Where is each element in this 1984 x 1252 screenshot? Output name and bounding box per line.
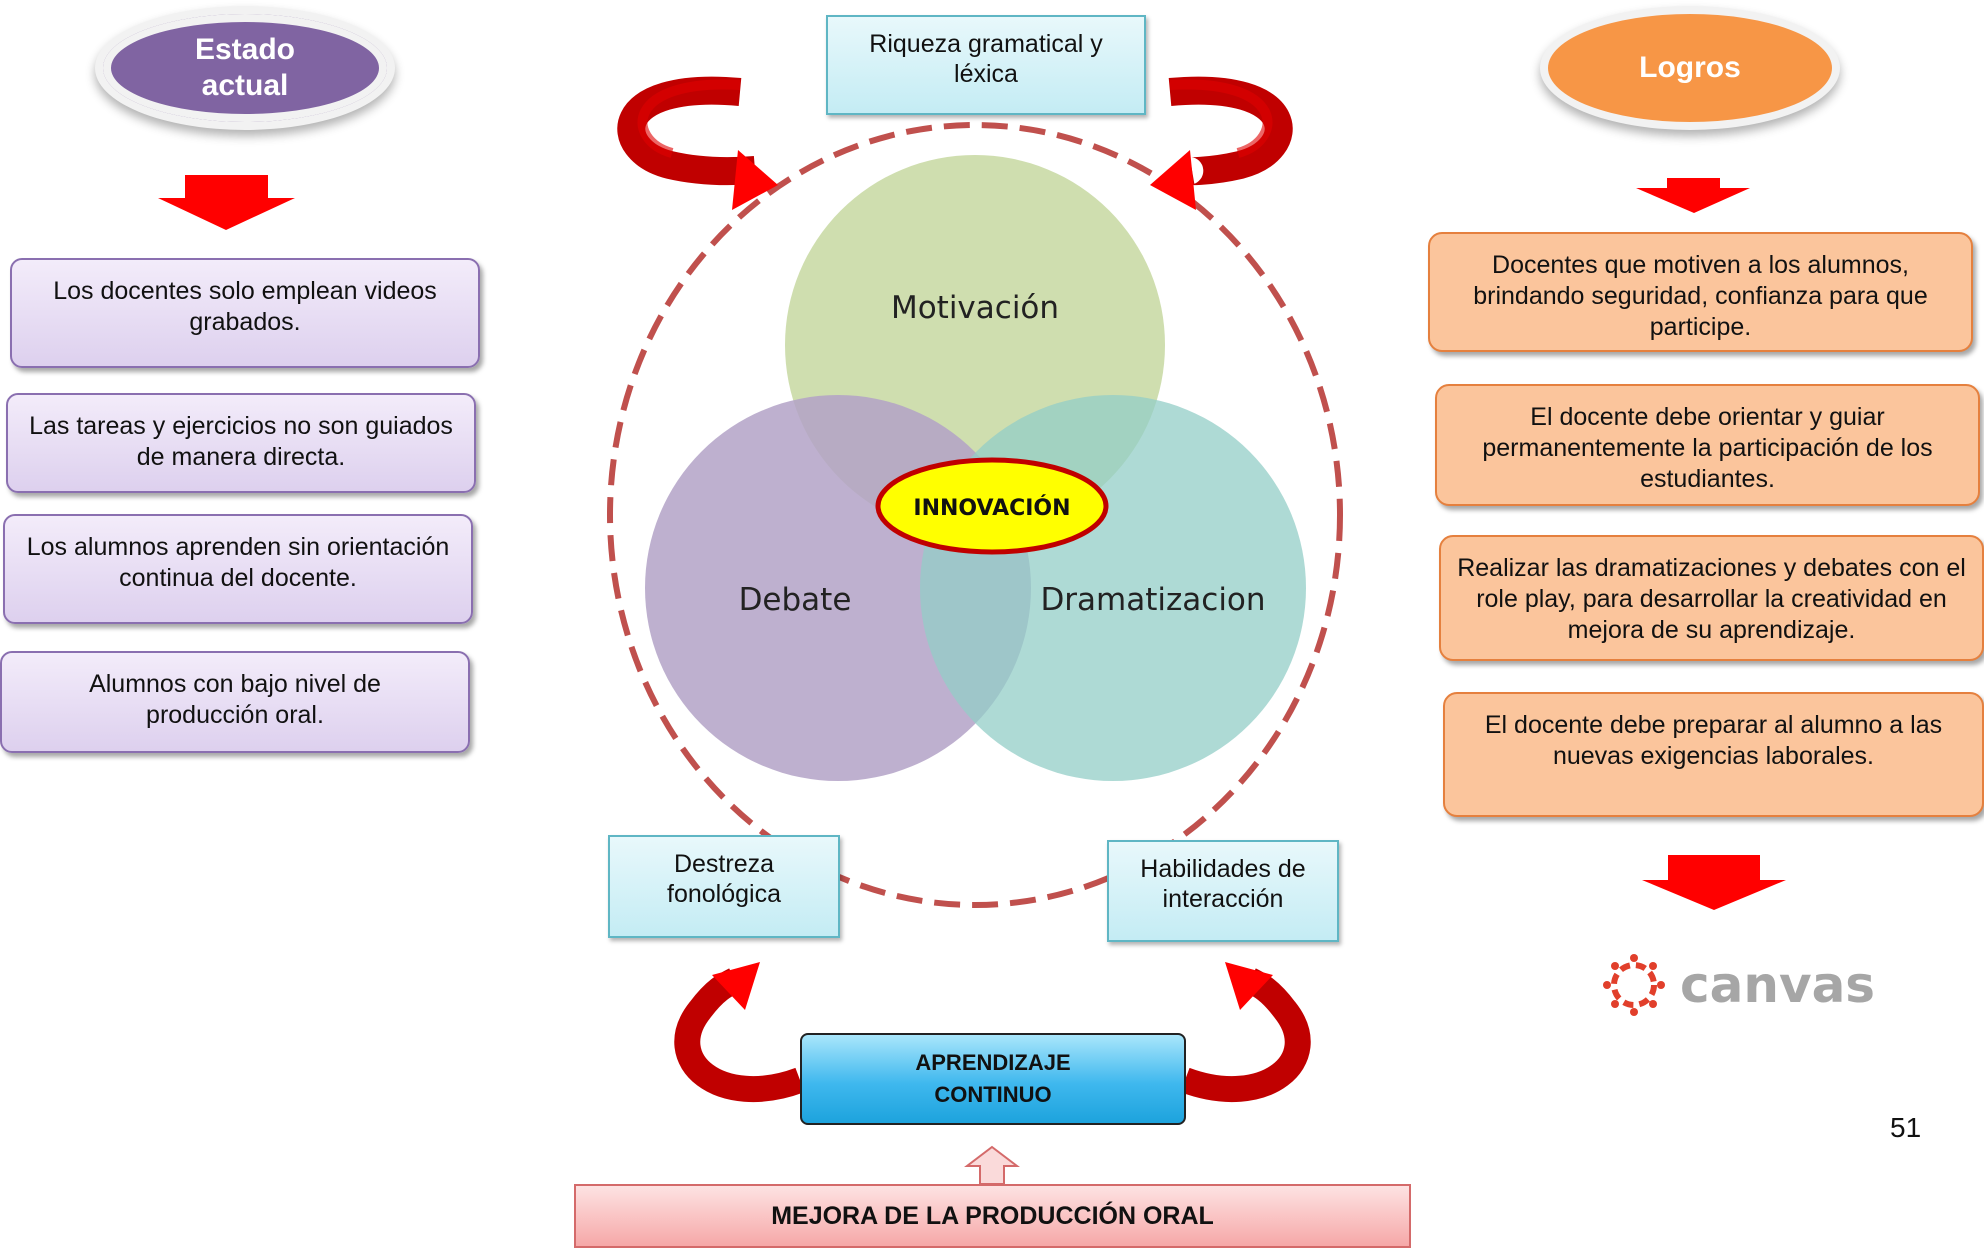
- logros-oval: Logros: [1540, 6, 1840, 130]
- page-number: 51: [1890, 1112, 1922, 1143]
- destreza-box: Destreza fonológica: [608, 835, 840, 938]
- label-debate: Debate: [739, 582, 852, 618]
- logro-item-2-text: El docente debe orientar y guiar permane…: [1482, 403, 1933, 493]
- canvas-logo-icon: [1603, 954, 1665, 1016]
- arrow-down-right-icon: [1636, 178, 1750, 213]
- riqueza-box: Riqueza gramatical y léxica: [826, 15, 1146, 115]
- curved-arrow-bottom-right-icon: [1180, 962, 1311, 1102]
- mejora-box: MEJORA DE LA PRODUCCIÓN ORAL: [574, 1184, 1411, 1248]
- label-dramatizacion: Dramatizacion: [1040, 582, 1265, 618]
- aprendizaje-continuo-box: APRENDIZAJE CONTINUO: [800, 1033, 1186, 1125]
- innovacion-label: INNOVACIÓN: [913, 495, 1070, 521]
- logro-item-4-text: El docente debe preparar al alumno a las…: [1484, 711, 1943, 770]
- mejora-text: MEJORA DE LA PRODUCCIÓN ORAL: [771, 1201, 1214, 1230]
- logros-title: Logros: [1639, 51, 1741, 84]
- estado-item-4-text: Alumnos con bajo nivel de producción ora…: [89, 670, 381, 729]
- curved-arrow-bottom-left-icon: [674, 962, 805, 1102]
- estado-item-1: Los docentes solo emplean videos grabado…: [10, 258, 480, 368]
- curved-arrow-top-right-icon: [1150, 76, 1293, 210]
- estado-item-2-text: Las tareas y ejercicios no son guiados d…: [29, 412, 453, 471]
- logro-item-2: El docente debe orientar y guiar permane…: [1435, 384, 1980, 506]
- innovacion-oval: [875, 457, 1109, 555]
- arrow-up-icon: [964, 1145, 1020, 1185]
- estado-item-2: Las tareas y ejercicios no son guiados d…: [6, 393, 476, 493]
- arrow-down-left-icon: [158, 175, 295, 230]
- curved-arrow-top-left-icon: [617, 76, 778, 210]
- riqueza-text: Riqueza gramatical y léxica: [869, 30, 1103, 88]
- estado-actual-oval: Estado actual: [95, 6, 395, 130]
- logro-item-3-text: Realizar las dramatizaciones y debates c…: [1457, 554, 1966, 644]
- habilidades-box: Habilidades de interacción: [1107, 840, 1339, 942]
- arrow-down-logros-icon: [1642, 855, 1786, 910]
- estado-item-3-text: Los alumnos aprenden sin orientación con…: [26, 533, 450, 592]
- destreza-text: Destreza fonológica: [667, 850, 781, 908]
- cycle-dashed-ring: [607, 122, 1343, 908]
- aprendizaje-continuo-text: APRENDIZAJE CONTINUO: [915, 1050, 1071, 1107]
- logro-item-3: Realizar las dramatizaciones y debates c…: [1439, 535, 1984, 661]
- habilidades-text: Habilidades de interacción: [1140, 855, 1306, 913]
- logro-item-1: Docentes que motiven a los alumnos, brin…: [1428, 232, 1973, 352]
- estado-item-4: Alumnos con bajo nivel de producción ora…: [0, 651, 470, 753]
- estado-item-3: Los alumnos aprenden sin orientación con…: [3, 514, 473, 624]
- logro-item-1-text: Docentes que motiven a los alumnos, brin…: [1473, 251, 1928, 341]
- estado-item-1-text: Los docentes solo emplean videos grabado…: [53, 277, 437, 336]
- estado-actual-title: Estado actual: [194, 33, 296, 102]
- label-motivacion: Motivación: [891, 290, 1059, 326]
- canvas-logo-text: canvas: [1680, 956, 1875, 1014]
- logro-item-4: El docente debe preparar al alumno a las…: [1443, 692, 1984, 817]
